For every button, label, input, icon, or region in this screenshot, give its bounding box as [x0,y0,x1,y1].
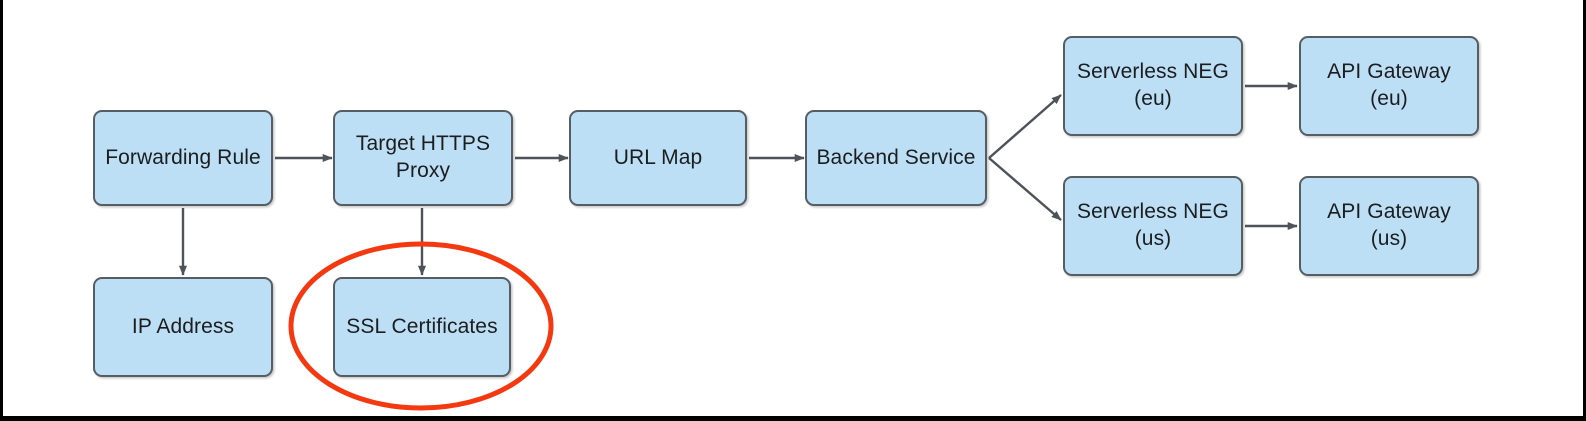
node-forwarding-rule[interactable]: Forwarding Rule [93,110,273,206]
node-label: Forwarding Rule [105,145,261,169]
node-ip-address[interactable]: IP Address [93,277,273,377]
node-label: URL Map [613,145,703,169]
node-label: SSL Certificates [346,314,498,338]
node-label: API Gateway (eu) [1327,60,1451,110]
node-label: IP Address [131,314,235,338]
node-target-https-proxy[interactable]: Target HTTPS Proxy [333,110,513,206]
node-api-gateway-eu[interactable]: API Gateway (eu) [1299,36,1479,136]
node-label: API Gateway (us) [1327,200,1451,250]
edge-backend-service-to-serverless-neg-eu [988,94,1062,159]
node-label: Backend Service [816,145,976,169]
edge-backend-service-to-serverless-neg-us [988,157,1062,221]
node-label: Serverless NEG (eu) [1077,60,1229,110]
node-api-gateway-us[interactable]: API Gateway (us) [1299,176,1479,276]
node-ssl-certificates[interactable]: SSL Certificates [333,277,511,377]
node-label: Target HTTPS Proxy [355,132,491,182]
node-backend-service[interactable]: Backend Service [805,110,987,206]
node-serverless-neg-eu[interactable]: Serverless NEG (eu) [1063,36,1243,136]
node-serverless-neg-us[interactable]: Serverless NEG (us) [1063,176,1243,276]
node-url-map[interactable]: URL Map [569,110,747,206]
node-label: Serverless NEG (us) [1077,200,1229,250]
